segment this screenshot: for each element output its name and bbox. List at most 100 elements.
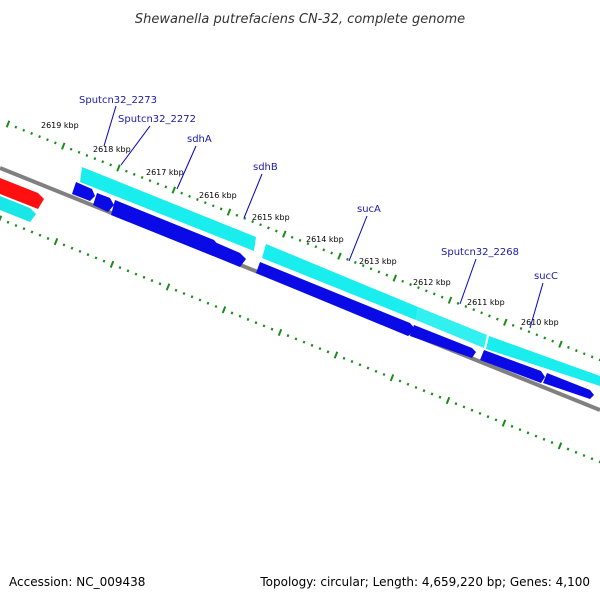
minor-tick bbox=[78, 249, 82, 253]
minor-tick bbox=[401, 279, 405, 283]
cyan-feature-left[interactable] bbox=[0, 196, 36, 222]
major-tick bbox=[389, 374, 395, 382]
minor-tick bbox=[235, 213, 239, 217]
minor-tick bbox=[542, 437, 546, 441]
minor-tick bbox=[156, 182, 160, 186]
cds-feature[interactable] bbox=[262, 244, 418, 320]
minor-tick bbox=[306, 242, 310, 246]
minor-tick bbox=[567, 345, 570, 349]
minor-tick bbox=[22, 227, 26, 231]
minor-tick bbox=[342, 356, 346, 360]
minor-tick bbox=[243, 216, 247, 220]
minor-tick bbox=[566, 447, 570, 451]
minor-tick bbox=[69, 147, 73, 151]
cds-feature[interactable] bbox=[416, 307, 487, 348]
scale-label: 2616 kbp bbox=[199, 191, 237, 200]
red-feature-arrow[interactable] bbox=[0, 178, 44, 209]
minor-tick bbox=[77, 150, 81, 154]
scale-label: 2613 kbp bbox=[359, 257, 397, 266]
minor-tick bbox=[353, 260, 357, 264]
minor-tick bbox=[518, 428, 522, 432]
minor-tick bbox=[470, 408, 474, 412]
gene-label[interactable]: Sputcn32_2268 bbox=[441, 247, 519, 258]
minor-tick bbox=[86, 253, 90, 257]
gene-label[interactable]: sdhB bbox=[253, 162, 278, 173]
minor-tick bbox=[180, 191, 184, 195]
minor-tick bbox=[472, 308, 476, 312]
minor-tick bbox=[456, 301, 460, 305]
minor-tick bbox=[511, 323, 515, 327]
major-tick bbox=[171, 186, 177, 194]
minor-tick bbox=[310, 343, 314, 347]
minor-tick bbox=[462, 405, 466, 409]
minor-tick bbox=[535, 333, 539, 337]
minor-tick bbox=[550, 441, 554, 445]
minor-tick bbox=[366, 366, 370, 370]
major-tick bbox=[109, 260, 115, 268]
cds-feature[interactable] bbox=[80, 167, 256, 251]
scale-label: 2615 kbp bbox=[252, 213, 290, 222]
gene-arrow[interactable] bbox=[480, 350, 545, 383]
minor-tick bbox=[486, 415, 490, 419]
minor-tick bbox=[409, 283, 412, 286]
minor-tick bbox=[494, 418, 498, 422]
minor-tick bbox=[519, 327, 523, 330]
minor-tick bbox=[102, 259, 106, 263]
gene-arrow[interactable] bbox=[93, 193, 114, 212]
scale-label: 2614 kbp bbox=[306, 235, 344, 244]
minor-tick bbox=[126, 269, 130, 273]
gene-arrow[interactable] bbox=[410, 325, 476, 358]
major-tick bbox=[53, 238, 59, 246]
minor-tick bbox=[346, 257, 349, 261]
minor-tick bbox=[109, 163, 113, 167]
gene-label[interactable]: Sputcn32_2273 bbox=[79, 95, 157, 106]
minor-tick bbox=[30, 230, 34, 234]
cds-feature[interactable] bbox=[486, 336, 600, 386]
gene-label[interactable]: Sputcn32_2272 bbox=[118, 114, 196, 125]
minor-tick bbox=[286, 334, 290, 338]
major-tick bbox=[165, 283, 171, 291]
minor-tick bbox=[174, 288, 178, 292]
gene-label[interactable]: sdhA bbox=[187, 134, 212, 145]
minor-tick bbox=[70, 246, 74, 250]
scale-labels: 2619 kbp 2618 kbp 2617 kbp 2616 kbp 2615… bbox=[41, 121, 559, 327]
minor-tick bbox=[93, 157, 97, 161]
minor-tick bbox=[526, 431, 530, 435]
minor-tick bbox=[134, 272, 138, 276]
minor-tick bbox=[262, 324, 266, 328]
minor-tick bbox=[140, 176, 144, 179]
minor-tick bbox=[318, 347, 322, 351]
minor-tick bbox=[150, 279, 154, 283]
minor-tick bbox=[14, 223, 18, 228]
major-tick bbox=[445, 396, 451, 405]
gene-arrow[interactable] bbox=[543, 373, 594, 399]
gene-arrow[interactable] bbox=[256, 262, 416, 336]
gene-label[interactable]: sucC bbox=[534, 271, 558, 282]
minor-tick bbox=[406, 382, 410, 386]
minor-tick bbox=[294, 337, 298, 341]
minor-tick bbox=[125, 169, 128, 173]
minor-tick bbox=[270, 327, 274, 331]
label-leader bbox=[176, 145, 197, 190]
gene-arrow[interactable] bbox=[206, 240, 246, 267]
minor-tick bbox=[254, 321, 258, 325]
major-tick bbox=[501, 419, 507, 427]
minor-tick bbox=[101, 160, 105, 164]
gene-label[interactable]: sucA bbox=[357, 204, 381, 215]
minor-tick bbox=[22, 128, 26, 132]
major-tick bbox=[337, 252, 342, 260]
inner-tick-ring bbox=[0, 215, 600, 464]
minor-tick bbox=[488, 314, 491, 318]
minor-tick bbox=[148, 179, 152, 183]
gene-arrow[interactable] bbox=[111, 200, 220, 256]
minor-tick bbox=[203, 201, 207, 205]
gene-arrow[interactable] bbox=[72, 182, 95, 201]
minor-tick bbox=[85, 154, 89, 157]
minor-tick bbox=[238, 314, 242, 318]
major-tick bbox=[116, 164, 121, 172]
minor-tick bbox=[302, 340, 306, 344]
major-tick bbox=[226, 208, 232, 216]
label-leader bbox=[103, 105, 117, 147]
outer-tick-ring bbox=[5, 120, 600, 362]
major-tick bbox=[0, 215, 3, 222]
